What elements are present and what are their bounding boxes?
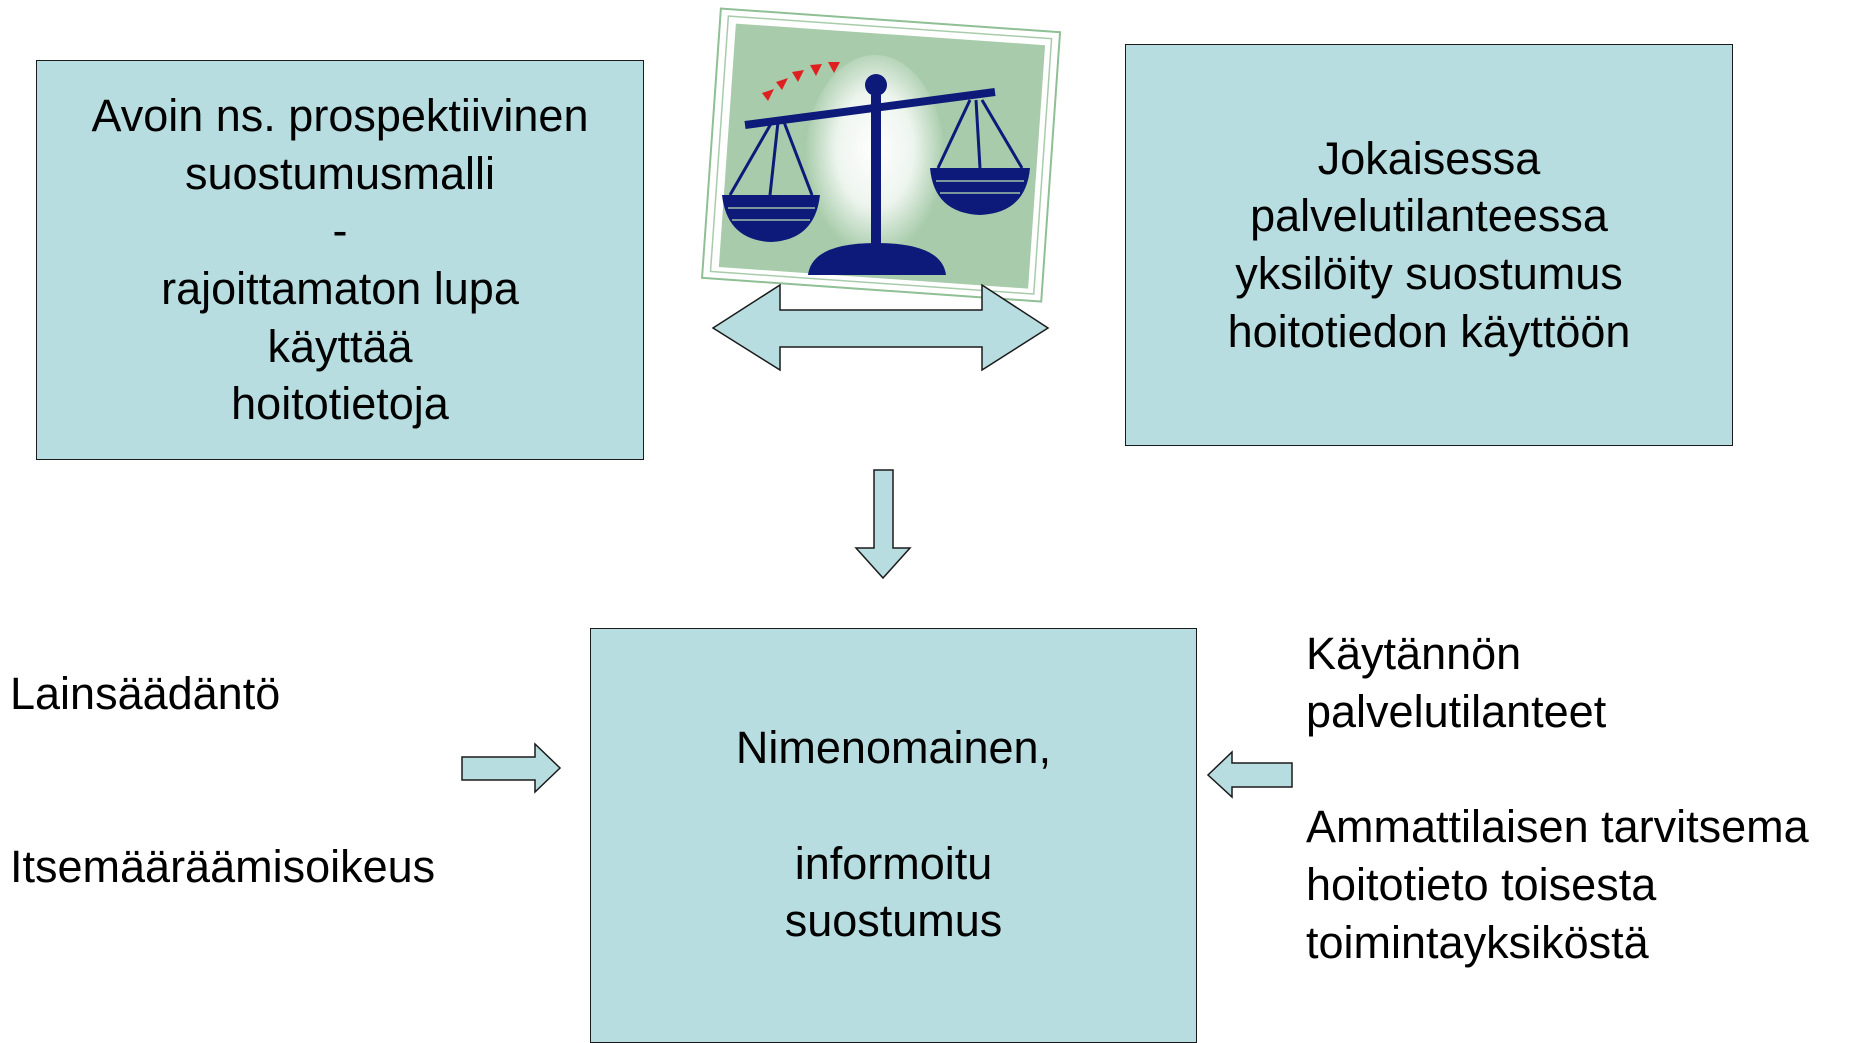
right-factor-label: toimintayksiköstä — [1306, 917, 1649, 968]
box-line: rajoittamaton lupa — [161, 263, 519, 314]
left-factor-label: Itsemääräämisoikeus — [10, 841, 436, 892]
right-factor-label: Käytännön — [1306, 628, 1522, 679]
box-line: Nimenomainen, — [735, 722, 1052, 773]
box-line: palvelutilanteessa — [1250, 190, 1608, 242]
scale-figure — [722, 74, 1030, 275]
box-line: suostumusmalli — [184, 147, 496, 199]
specific-consent-box: Jokaisessa palvelutilanteessa yksilöity … — [1125, 44, 1733, 446]
right-factor-label: hoitotieto toisesta — [1306, 859, 1657, 910]
box-line: suostumus — [784, 895, 1003, 947]
box-line: käyttää — [267, 320, 413, 372]
box-line: informoitu — [794, 837, 993, 889]
box-line: hoitotietoja — [231, 378, 449, 430]
box-line: - — [332, 205, 348, 257]
box-line: yksilöity suostumus — [1235, 248, 1623, 299]
informed-consent-box: Nimenomainen, informoitu suostumus — [590, 628, 1197, 1043]
box-line: Avoin ns. prospektiivinen — [91, 90, 589, 142]
box-line: hoitotiedon käyttöön — [1227, 305, 1631, 357]
box-line: Jokaisessa — [1317, 132, 1541, 184]
prospective-consent-box: Avoin ns. prospektiivinen suostumusmalli… — [36, 60, 644, 460]
left-factor-label: Lainsäädäntö — [10, 668, 281, 719]
accent-marks — [762, 62, 840, 101]
right-factor-label: Ammattilaisen tarvitsema — [1306, 801, 1809, 852]
right-factor-label: palvelutilanteet — [1306, 686, 1607, 737]
picture-card — [700, 7, 1062, 303]
